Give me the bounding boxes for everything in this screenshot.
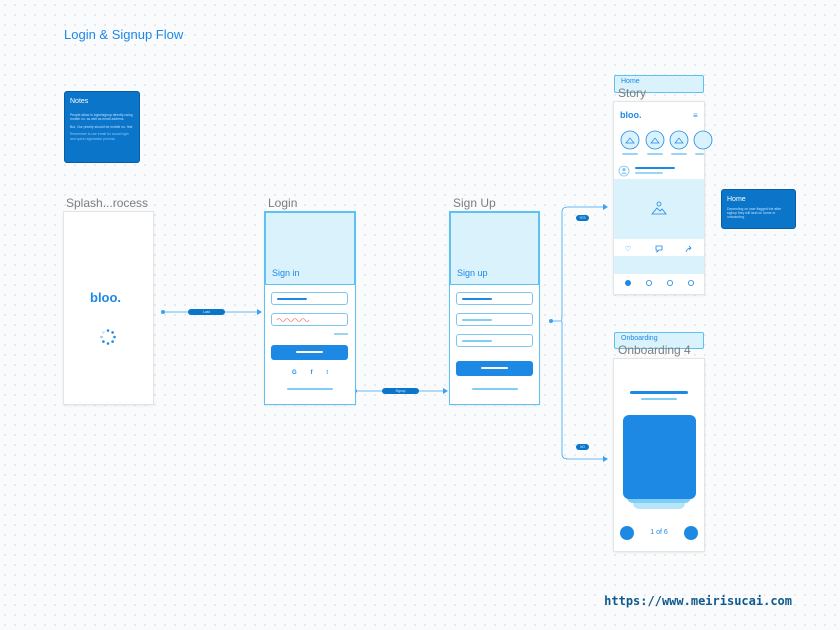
login-password-field[interactable] bbox=[271, 313, 348, 326]
notes-line: Remember to use email for social login a… bbox=[70, 132, 129, 141]
signup-hero-title: Sign up bbox=[457, 268, 488, 278]
social-login-row: G f t bbox=[292, 368, 328, 378]
post-meta-line bbox=[635, 172, 663, 174]
hamburger-menu-icon[interactable]: ≡ bbox=[693, 111, 698, 120]
post-author-line bbox=[635, 167, 675, 169]
story-logo: bloo. bbox=[620, 110, 642, 120]
signup-screen[interactable]: Sign up bbox=[450, 212, 539, 404]
google-icon[interactable]: G bbox=[292, 370, 297, 376]
notes-sticky[interactable]: Notes People allow in login/signup direc… bbox=[64, 91, 140, 163]
loading-spinner-icon bbox=[100, 329, 116, 345]
home-tag[interactable]: Home bbox=[614, 75, 704, 93]
watermark-url: https://www.meirisucai.com bbox=[604, 594, 792, 608]
signup-link[interactable] bbox=[287, 388, 333, 390]
sign-in-button[interactable] bbox=[271, 345, 348, 360]
like-icon[interactable]: ♡ bbox=[625, 246, 632, 253]
onboarding-tag[interactable]: Onboarding bbox=[614, 332, 704, 349]
notes-line: People allow in login/signup directly us… bbox=[70, 113, 133, 122]
screen-label-signup: Sign Up bbox=[453, 196, 496, 210]
home-tag-label: Home bbox=[621, 78, 640, 85]
onboarding-card[interactable] bbox=[623, 415, 696, 499]
notes-line: But, Our priority should be mobile no. f… bbox=[70, 124, 133, 129]
image-placeholder-icon bbox=[651, 201, 667, 215]
connector-label-signup: Signup bbox=[382, 388, 419, 394]
connector-label-load: Load bbox=[188, 309, 225, 315]
next-button[interactable] bbox=[684, 526, 698, 540]
comment-icon[interactable] bbox=[655, 245, 663, 253]
forgot-password-link[interactable] bbox=[334, 333, 348, 335]
screen-label-onboarding: Onboarding 4 bbox=[618, 343, 691, 357]
notes-body: People allow in login/signup directly us… bbox=[70, 113, 134, 141]
story-screen[interactable]: bloo. ≡ ♡ bbox=[614, 102, 713, 294]
signup-hero: Sign up bbox=[450, 212, 539, 285]
connector-no bbox=[561, 321, 606, 460]
screen-label-login: Login bbox=[268, 196, 298, 210]
screen-label-story: Story bbox=[618, 86, 647, 100]
share-icon[interactable] bbox=[685, 245, 693, 253]
home-note[interactable]: Home Depending on user flagged the after… bbox=[721, 189, 796, 229]
login-hero: Sign in bbox=[265, 212, 355, 285]
story-avatars[interactable] bbox=[614, 128, 713, 158]
signup-email-field[interactable] bbox=[456, 313, 533, 326]
pager-indicator: 1 of 6 bbox=[650, 529, 668, 536]
login-hero-title: Sign in bbox=[272, 268, 300, 278]
login-username-field[interactable] bbox=[271, 292, 348, 305]
signup-phone-field[interactable] bbox=[456, 334, 533, 347]
previous-button[interactable] bbox=[620, 526, 634, 540]
bottom-nav[interactable] bbox=[614, 277, 704, 289]
onboarding-subheading-line bbox=[641, 398, 677, 400]
onboarding-screen[interactable]: 1 of 6 bbox=[614, 359, 704, 551]
connector-label-yes: YES bbox=[576, 215, 589, 221]
user-avatar-icon bbox=[618, 165, 630, 177]
next-post-preview bbox=[614, 256, 704, 274]
sign-up-button[interactable] bbox=[456, 361, 533, 376]
flow-title: Login & Signup Flow bbox=[64, 27, 184, 42]
facebook-icon[interactable]: f bbox=[310, 370, 313, 376]
screen-label-splash: Splash...rocess bbox=[66, 196, 149, 210]
onboarding-heading-line bbox=[630, 391, 688, 394]
connector-yes bbox=[551, 206, 606, 322]
onboarding-tag-label: Onboarding bbox=[621, 335, 658, 342]
splash-screen[interactable]: bloo. bbox=[64, 212, 153, 404]
notes-title: Notes bbox=[70, 98, 89, 105]
post-image[interactable] bbox=[614, 179, 704, 239]
signup-name-field[interactable] bbox=[456, 292, 533, 305]
login-screen[interactable]: Sign in G f t bbox=[265, 212, 355, 404]
home-note-body: Depending on user flagged the after sign… bbox=[727, 207, 782, 220]
home-note-title: Home bbox=[727, 196, 746, 203]
signin-link[interactable] bbox=[472, 388, 518, 390]
splash-logo: bloo. bbox=[90, 290, 122, 305]
connector-label-no: NO bbox=[576, 444, 589, 450]
twitter-icon[interactable]: t bbox=[326, 370, 328, 376]
password-mask-icon bbox=[276, 318, 310, 322]
